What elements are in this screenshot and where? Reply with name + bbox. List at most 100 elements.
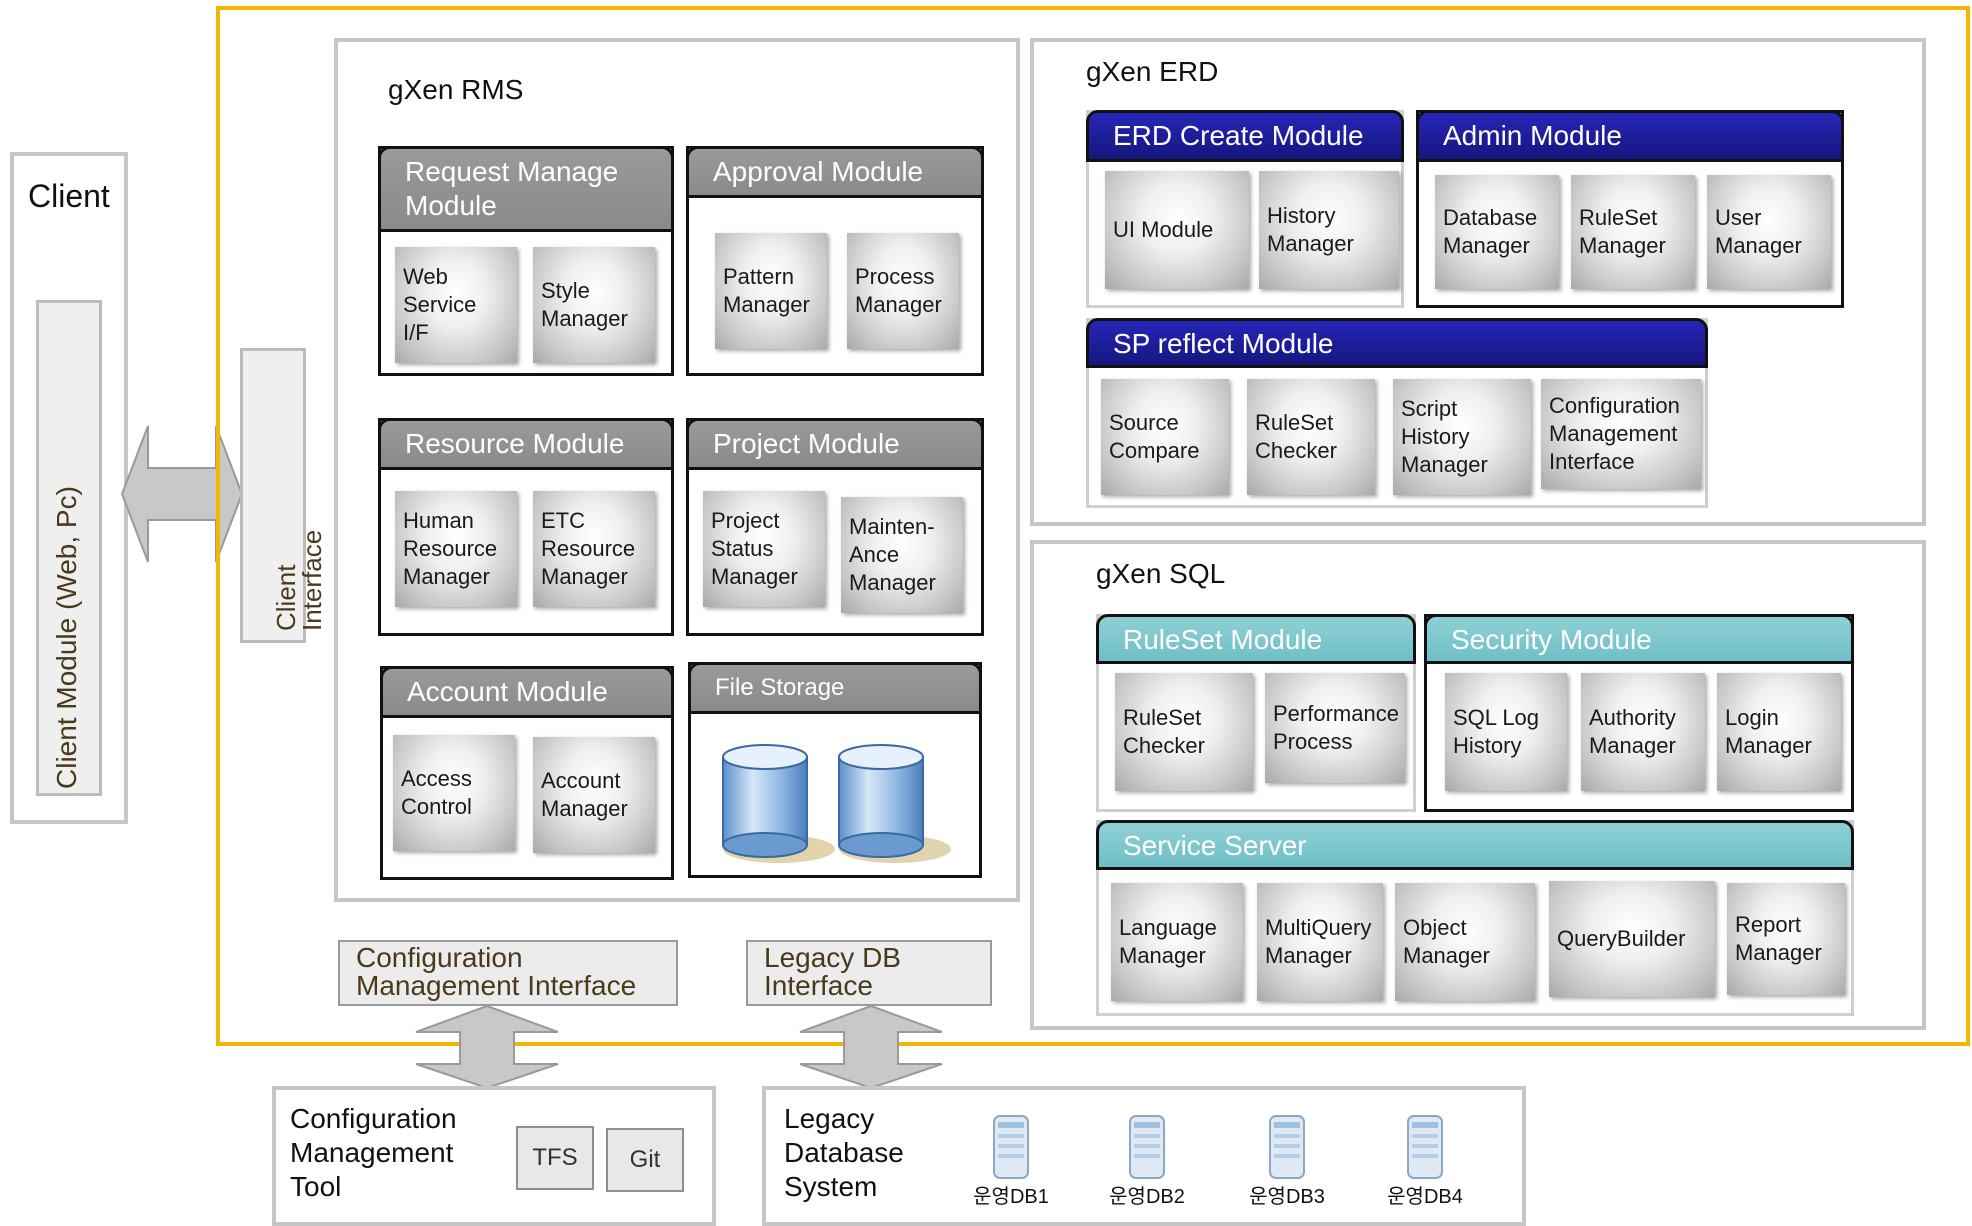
- db-item: 운영DB2: [1102, 1114, 1192, 1214]
- sql-title: gXen SQL: [1096, 558, 1226, 589]
- human-resource-manager-box: Human Resource Manager: [395, 491, 517, 607]
- client-module-label: Client Module (Web, Pc): [51, 486, 82, 789]
- rms-title: gXen RMS: [388, 74, 524, 105]
- admin-title: Admin Module: [1443, 120, 1622, 151]
- server-icon: [1407, 1115, 1443, 1179]
- project-module: Project Module Project Status Manager Ma…: [686, 418, 984, 636]
- db4-label: 운영DB4: [1387, 1186, 1463, 1208]
- gxen-erd-panel: gXen ERD ERD Create Module UI Module His…: [1030, 38, 1926, 526]
- authority-manager-label: Authority Manager: [1589, 705, 1676, 758]
- admin-module: Admin Module Database Manager RuleSet Ma…: [1416, 110, 1844, 308]
- report-manager-label: Report Manager: [1735, 912, 1822, 965]
- approval-header: Approval Module: [686, 146, 984, 198]
- request-manage-header: Request Manage Module: [378, 146, 674, 232]
- approval-title: Approval Module: [713, 156, 924, 187]
- sql-log-history-box: SQL Log History: [1445, 673, 1567, 791]
- ui-module-box: UI Module: [1105, 171, 1249, 289]
- pattern-manager-label: Pattern Manager: [723, 264, 810, 317]
- sp-config-management-interface-box: Configuration Management Interface: [1541, 379, 1701, 489]
- request-manage-module: Request Manage Module Web Service I/F St…: [378, 146, 674, 376]
- configuration-management-interface-label: Configuration Management Interface: [356, 942, 637, 1001]
- db-item: 운영DB4: [1380, 1114, 1470, 1214]
- legacy-db-interface-label: Legacy DB Interface: [764, 942, 901, 1001]
- client-panel: Client Client Module (Web, Pc): [10, 152, 128, 824]
- db3-label: 운영DB3: [1249, 1186, 1325, 1208]
- legacy-database-system-title: Legacy Database System: [784, 1103, 904, 1202]
- server-icon: [993, 1115, 1029, 1179]
- gxen-rms-panel: gXen RMS Request Manage Module Web Servi…: [334, 38, 1020, 902]
- configuration-management-interface: Configuration Management Interface: [338, 940, 678, 1006]
- erd-title: gXen ERD: [1086, 56, 1219, 87]
- etc-resource-manager-label: ETC Resource Manager: [541, 508, 636, 589]
- double-arrow-vertical-icon: [415, 1004, 559, 1090]
- sp-reflect-header: SP reflect Module: [1086, 318, 1708, 368]
- service-server-title: Service Server: [1123, 830, 1307, 861]
- server-icon: [1269, 1115, 1305, 1179]
- querybuilder-label: QueryBuilder: [1557, 926, 1686, 951]
- resource-header: Resource Module: [378, 418, 674, 470]
- web-service-if-box: Web Service I/F: [395, 247, 517, 363]
- service-server-module: Service Server Language Manager MultiQue…: [1096, 820, 1854, 1016]
- gxen-system-boundary: [216, 6, 1970, 1046]
- user-manager-box: User Manager: [1707, 175, 1831, 289]
- account-title: Account Module: [407, 676, 608, 707]
- maintenance-manager-label: Mainten- Ance Manager: [849, 514, 936, 595]
- multiquery-manager-label: MultiQuery Manager: [1265, 915, 1372, 968]
- report-manager-box: Report Manager: [1727, 883, 1845, 995]
- request-manage-title: Request Manage Module: [405, 156, 619, 221]
- project-header: Project Module: [686, 418, 984, 470]
- project-status-manager-label: Project Status Manager: [711, 508, 798, 589]
- ruleset-manager-label: RuleSet Manager: [1579, 205, 1666, 258]
- file-storage-module: File Storage: [688, 662, 982, 878]
- performance-process-box: Performance Process: [1265, 673, 1405, 783]
- login-manager-box: Login Manager: [1717, 673, 1841, 791]
- admin-header: Admin Module: [1416, 110, 1844, 162]
- sp-ruleset-checker-box: RuleSet Checker: [1247, 379, 1375, 495]
- history-manager-label: History Manager: [1267, 203, 1354, 256]
- erd-create-module: ERD Create Module UI Module History Mana…: [1086, 110, 1404, 308]
- ui-module-label: UI Module: [1113, 217, 1214, 242]
- security-module: Security Module SQL Log History Authorit…: [1424, 614, 1854, 812]
- authority-manager-box: Authority Manager: [1581, 673, 1705, 791]
- database-cylinder-icon: [722, 744, 951, 863]
- multiquery-manager-box: MultiQuery Manager: [1257, 883, 1383, 1001]
- source-compare-label: Source Compare: [1109, 410, 1200, 463]
- ruleset-manager-box: RuleSet Manager: [1571, 175, 1695, 289]
- account-header: Account Module: [380, 666, 674, 718]
- etc-resource-manager-box: ETC Resource Manager: [533, 491, 655, 607]
- source-compare-box: Source Compare: [1101, 379, 1229, 495]
- project-status-manager-box: Project Status Manager: [703, 491, 825, 607]
- human-resource-manager-label: Human Resource Manager: [403, 508, 498, 589]
- account-module: Account Module Access Control Account Ma…: [380, 666, 674, 880]
- client-interface-box: Client Interface: [240, 348, 327, 643]
- script-history-manager-box: Script History Manager: [1393, 379, 1531, 495]
- database-manager-label: Database Manager: [1443, 205, 1538, 258]
- db-item: 운영DB1: [966, 1114, 1056, 1214]
- ruleset-module-title: RuleSet Module: [1123, 624, 1323, 655]
- tfs-box: TFS: [516, 1126, 594, 1190]
- access-control-label: Access Control: [401, 766, 472, 819]
- sp-reflect-title: SP reflect Module: [1113, 328, 1334, 359]
- style-manager-box: Style Manager: [533, 247, 655, 363]
- language-manager-label: Language Manager: [1119, 915, 1217, 968]
- db-item: 운영DB3: [1242, 1114, 1332, 1214]
- performance-process-label: Performance Process: [1273, 701, 1399, 754]
- client-title: Client: [28, 178, 110, 214]
- client-module-box: Client Module (Web, Pc): [36, 300, 102, 796]
- sql-ruleset-checker-box: RuleSet Checker: [1115, 673, 1253, 791]
- object-manager-box: Object Manager: [1395, 883, 1535, 1001]
- service-server-header: Service Server: [1096, 820, 1854, 870]
- double-arrow-vertical-icon: [799, 1004, 943, 1090]
- database-manager-box: Database Manager: [1435, 175, 1559, 289]
- sql-log-history-label: SQL Log History: [1453, 705, 1540, 758]
- security-module-title: Security Module: [1451, 624, 1652, 655]
- configuration-management-tool-title: Configuration Management Tool: [290, 1103, 457, 1202]
- object-manager-label: Object Manager: [1403, 915, 1490, 968]
- erd-create-title: ERD Create Module: [1113, 120, 1364, 151]
- client-interface-label: Client Interface: [247, 530, 327, 631]
- db1-label: 운영DB1: [973, 1186, 1049, 1208]
- process-manager-box: Process Manager: [847, 233, 959, 349]
- legacy-db-interface: Legacy DB Interface: [746, 940, 992, 1006]
- approval-module: Approval Module Pattern Manager Process …: [686, 146, 984, 376]
- configuration-management-tool-panel: Configuration Management Tool TFS Git: [272, 1086, 716, 1226]
